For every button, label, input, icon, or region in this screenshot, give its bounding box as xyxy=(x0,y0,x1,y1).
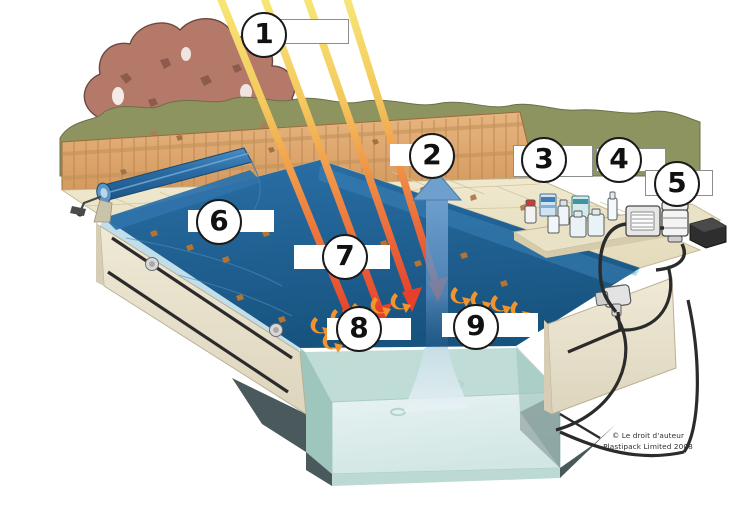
callout-7-solar-gain[interactable]: 7 xyxy=(322,234,368,280)
callout-6-number: 6 xyxy=(209,204,229,237)
callout-9-number: 9 xyxy=(466,309,486,342)
pump-unit xyxy=(598,199,727,314)
callout-8-number: 8 xyxy=(349,311,369,344)
copyright-line-1: © Le droit d'auteur xyxy=(611,431,685,440)
pool-cover-reel xyxy=(70,147,262,230)
callout-1-number: 1 xyxy=(254,17,274,50)
copyright-leader xyxy=(559,412,601,440)
callout-3-chemicals[interactable]: 3 xyxy=(521,137,567,183)
filter-unit xyxy=(625,205,661,237)
pool-outer-wall-left xyxy=(96,222,307,415)
callout-4-filter[interactable]: 4 xyxy=(596,137,642,183)
callout-5-pump[interactable]: 5 xyxy=(654,161,700,207)
callout-6-pool-cover[interactable]: 6 xyxy=(196,199,242,245)
chemical-bottles xyxy=(524,191,618,238)
callout-8-wall-heat-loss[interactable]: 8 xyxy=(336,306,382,352)
pool-outer-wall-right xyxy=(544,265,699,458)
callout-7-number: 7 xyxy=(335,239,355,272)
callout-2-number: 2 xyxy=(422,138,442,171)
callout-3-number: 3 xyxy=(534,142,554,175)
callout-2-evaporation[interactable]: 2 xyxy=(409,133,455,179)
pool-cutaway xyxy=(232,346,616,486)
copyright-notice: © Le droit d'auteur Plastipack Limited 2… xyxy=(588,431,708,452)
callout-5-number: 5 xyxy=(667,166,687,199)
callout-1-sun-radiation[interactable]: 1 xyxy=(241,12,287,58)
callout-4-number: 4 xyxy=(609,142,629,175)
callout-9-water-heat-loss[interactable]: 9 xyxy=(453,304,499,350)
copyright-line-2: Plastipack Limited 2008 xyxy=(603,441,693,451)
